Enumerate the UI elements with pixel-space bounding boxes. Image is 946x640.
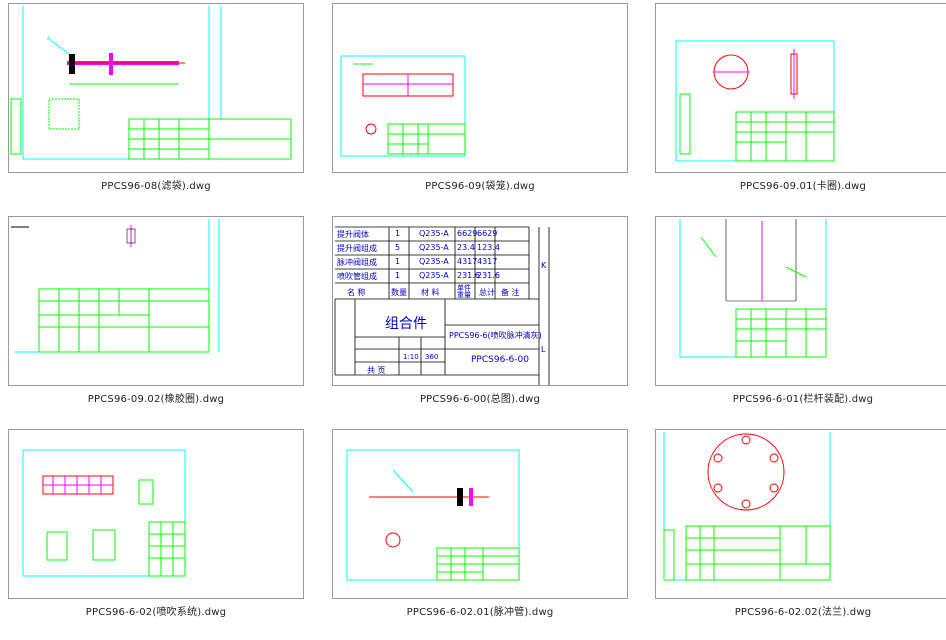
cad-drawing (656, 4, 946, 172)
quantity-cell: 1 (395, 271, 401, 280)
header-name: 名 称 (347, 288, 366, 297)
drawing-preview (655, 216, 946, 386)
total-weight-cell: 231.6 (477, 271, 500, 280)
cad-drawing: A (9, 4, 303, 172)
file-name[interactable]: PPCS96-09(袋笼).dwg (425, 181, 535, 192)
drawing-number: PPCS96-6-00 (471, 355, 529, 365)
file-thumbnail[interactable]: PPCS96-09(袋笼).dwg (332, 3, 628, 205)
total-weight-cell: 6629 (477, 229, 498, 238)
material-cell: Q235-A (419, 271, 449, 280)
cad-drawing (656, 430, 946, 598)
file-name[interactable]: PPCS96-09.01(卡圈).dwg (739, 181, 867, 192)
drawing-preview (332, 429, 628, 599)
scale-value: 1:10 (403, 353, 419, 361)
margin-mark: K (541, 261, 547, 270)
cad-drawing (333, 4, 627, 172)
quantity-cell: 1 (395, 257, 401, 266)
file-name[interactable]: PPCS96-09.02(橡胶圈).dwg (87, 394, 225, 405)
header-total: 总计 (479, 288, 495, 297)
header-remarks: 备 注 (501, 288, 520, 297)
drawing-preview: A (8, 3, 304, 173)
total-weight-cell: 4317 (477, 257, 498, 266)
file-thumbnail[interactable]: PPCS96-09.01(卡圈).dwg (655, 3, 946, 205)
file-name[interactable]: PPCS96-6-00(总图).dwg (419, 394, 541, 405)
quantity-cell: 1 (395, 229, 401, 238)
header-material: 材 料 (421, 288, 440, 297)
unit-weight-cell: 231.6 (457, 271, 480, 280)
file-thumbnail[interactable]: PPCS96-09.02(橡胶圈).dwg (8, 216, 304, 418)
unit-weight-cell: 6629 (457, 229, 478, 238)
unit-weight-cell: 23.4 (457, 243, 475, 252)
cad-drawing (334, 226, 550, 385)
file-thumbnail[interactable]: A PPCS96-08(滤袋).dwg (8, 3, 304, 205)
part-name-cell: 提升阀体 (337, 230, 369, 239)
cad-drawing (656, 217, 946, 385)
sheet-count: 共 页 (367, 366, 386, 375)
drawing-preview (332, 3, 628, 173)
drawing-preview (655, 429, 946, 599)
material-cell: Q235-A (419, 229, 449, 238)
file-name[interactable]: PPCS96-6-02(喷吹系统).dwg (85, 607, 227, 618)
svg-text:A: A (47, 36, 51, 42)
header-unit-weight: 单件 重量 (457, 284, 471, 299)
material-cell: Q235-A (419, 257, 449, 266)
part-name-cell: 提升阀组成 (337, 244, 377, 253)
part-name-cell: 喷吹管组成 (337, 272, 377, 281)
quantity-cell: 5 (395, 243, 401, 252)
margin-mark: L (541, 345, 546, 354)
drawing-preview (8, 429, 304, 599)
cad-drawing (333, 430, 627, 598)
part-name-cell: 脉冲阀组成 (337, 258, 377, 267)
drawing-preview (8, 216, 304, 386)
file-thumbnail[interactable]: PPCS96-6-01(栏杆装配).dwg (655, 216, 946, 418)
file-thumbnail[interactable]: PPCS96-6-02.01(脉冲管).dwg (332, 429, 628, 631)
file-name[interactable]: PPCS96-6-02.02(法兰).dwg (734, 607, 872, 618)
file-thumbnail[interactable]: 提升阀体 1 Q235-A 6629 6629 提升阀组成 5 Q235-A 2… (332, 216, 628, 418)
weight-value: 360 (425, 353, 439, 361)
header-quantity: 数量 (391, 288, 407, 297)
drawing-name: PPCS96-6(喷吹脉冲清灰) (449, 331, 542, 340)
drawing-title: 组合件 (385, 316, 427, 332)
file-thumbnail[interactable]: PPCS96-6-02.02(法兰).dwg (655, 429, 946, 631)
drawing-preview: 提升阀体 1 Q235-A 6629 6629 提升阀组成 5 Q235-A 2… (332, 216, 628, 386)
file-thumbnail[interactable]: PPCS96-6-02(喷吹系统).dwg (8, 429, 304, 631)
material-cell: Q235-A (419, 243, 449, 252)
file-name[interactable]: PPCS96-6-01(栏杆装配).dwg (732, 394, 874, 405)
drawing-preview (655, 3, 946, 173)
file-name[interactable]: PPCS96-08(滤袋).dwg (101, 181, 211, 192)
unit-weight-cell: 4317 (457, 257, 478, 266)
cad-drawing (9, 430, 303, 598)
cad-drawing (9, 217, 303, 385)
total-weight-cell: 123.4 (477, 243, 500, 252)
file-name[interactable]: PPCS96-6-02.01(脉冲管).dwg (406, 607, 554, 618)
